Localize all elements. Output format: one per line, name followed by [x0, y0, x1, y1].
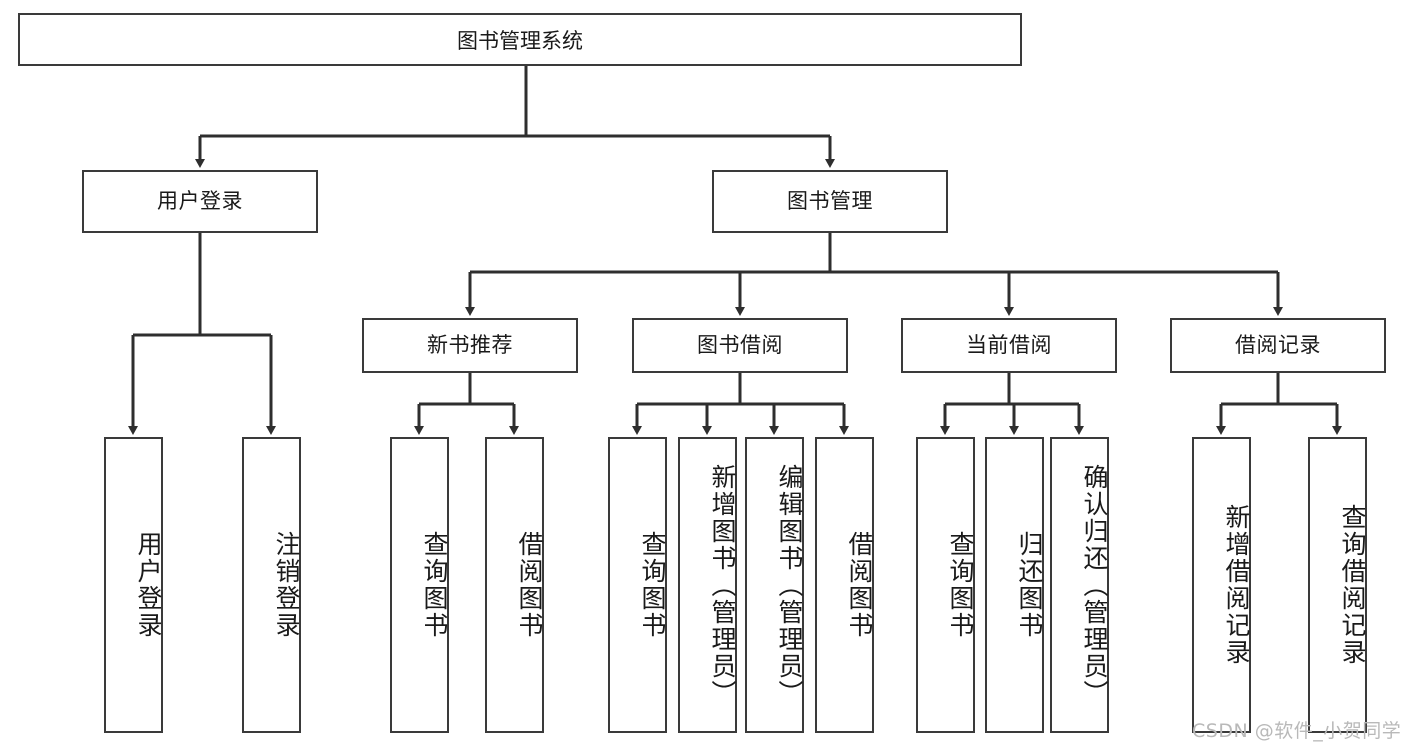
- node-new-book-recommend[interactable]: 新书推荐: [362, 318, 578, 373]
- node-user-login[interactable]: 用户登录: [82, 170, 318, 233]
- leaf-return-book-label: 归还图书: [1015, 531, 1044, 639]
- csdn-watermark: CSDN @软件_小贺同学: [1192, 720, 1402, 742]
- node-book-management-label: 图书管理: [787, 188, 873, 213]
- leaf-query-book-borrow-label: 查询图书: [638, 531, 667, 639]
- leaf-borrow-book-label: 借阅图书: [845, 531, 874, 639]
- leaf-edit-book-admin[interactable]: 编辑图书（管理员）: [745, 437, 804, 733]
- leaf-query-book-recommend-label: 查询图书: [420, 531, 449, 639]
- leaf-query-borrow-record[interactable]: 查询借阅记录: [1308, 437, 1367, 733]
- leaf-borrow-book-recommend-label: 借阅图书: [515, 531, 544, 639]
- node-new-book-recommend-label: 新书推荐: [427, 332, 513, 357]
- leaf-logout-label: 注销登录: [272, 531, 301, 639]
- leaf-query-book-current[interactable]: 查询图书: [916, 437, 975, 733]
- leaf-add-borrow-record-label: 新增借阅记录: [1222, 504, 1251, 666]
- node-current-borrow[interactable]: 当前借阅: [901, 318, 1117, 373]
- leaf-query-book-recommend[interactable]: 查询图书: [390, 437, 449, 733]
- leaf-logout[interactable]: 注销登录: [242, 437, 301, 733]
- leaf-borrow-book-recommend[interactable]: 借阅图书: [485, 437, 544, 733]
- leaf-confirm-return-admin-label: 确认归还（管理员）: [1080, 463, 1109, 707]
- leaf-borrow-book[interactable]: 借阅图书: [815, 437, 874, 733]
- node-borrow-record[interactable]: 借阅记录: [1170, 318, 1386, 373]
- leaf-query-book-borrow[interactable]: 查询图书: [608, 437, 667, 733]
- node-borrow-record-label: 借阅记录: [1235, 332, 1321, 357]
- leaf-query-book-current-label: 查询图书: [946, 531, 975, 639]
- leaf-query-borrow-record-label: 查询借阅记录: [1338, 504, 1367, 666]
- leaf-confirm-return-admin[interactable]: 确认归还（管理员）: [1050, 437, 1109, 733]
- leaf-add-borrow-record[interactable]: 新增借阅记录: [1192, 437, 1251, 733]
- node-book-borrow[interactable]: 图书借阅: [632, 318, 848, 373]
- leaf-user-login-label: 用户登录: [134, 531, 163, 639]
- leaf-edit-book-admin-label: 编辑图书（管理员）: [775, 463, 804, 707]
- leaf-return-book[interactable]: 归还图书: [985, 437, 1044, 733]
- node-root[interactable]: 图书管理系统: [18, 13, 1022, 66]
- leaf-user-login[interactable]: 用户登录: [104, 437, 163, 733]
- leaf-add-book-admin[interactable]: 新增图书（管理员）: [678, 437, 737, 733]
- node-current-borrow-label: 当前借阅: [966, 332, 1052, 357]
- leaf-add-book-admin-label: 新增图书（管理员）: [708, 463, 737, 707]
- node-user-login-label: 用户登录: [157, 188, 243, 213]
- node-book-borrow-label: 图书借阅: [697, 332, 783, 357]
- node-root-label: 图书管理系统: [457, 28, 583, 53]
- node-book-management[interactable]: 图书管理: [712, 170, 948, 233]
